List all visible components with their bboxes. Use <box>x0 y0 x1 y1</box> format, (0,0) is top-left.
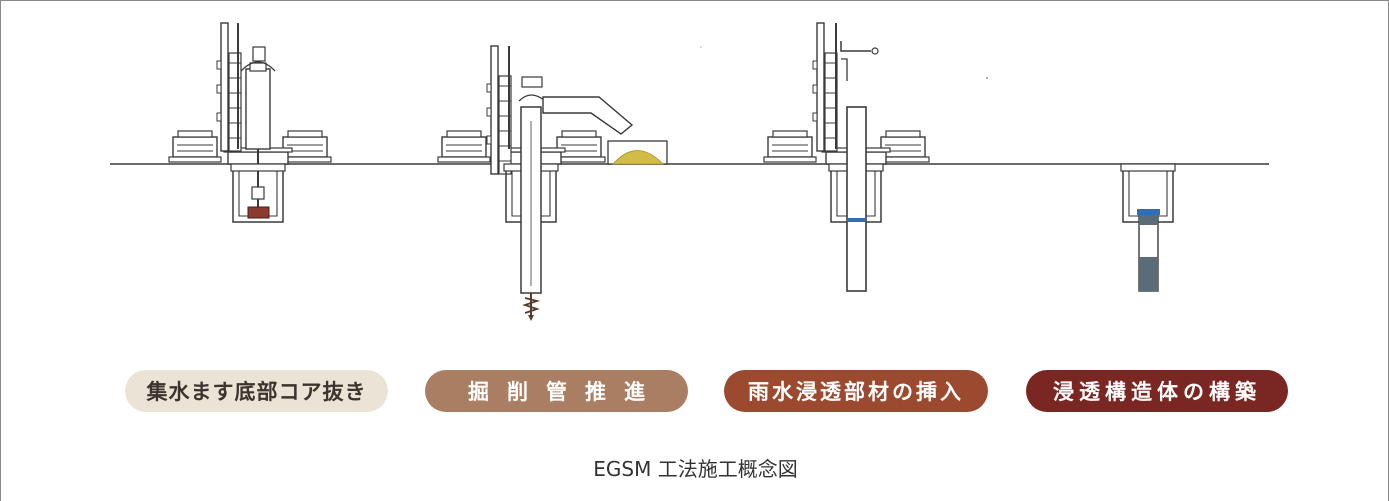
water-band <box>848 218 865 222</box>
structure-step-4 <box>1120 163 1176 292</box>
core-bit <box>247 206 270 219</box>
step-label-pipe-jacking: 掘削管推進 <box>425 370 688 412</box>
construction-concept-illustration <box>110 22 1269 321</box>
rig-step-1 <box>168 22 332 223</box>
step-label-member-insertion: 雨水浸透部材の挿入 <box>724 370 988 412</box>
step-label-structure-construction: 浸透構造体の構築 <box>1026 370 1288 412</box>
auger-bit <box>522 297 541 314</box>
soil-pile <box>612 150 664 165</box>
step-label-core-drilling: 集水ます底部コア抜き <box>125 370 388 412</box>
infiltration-member <box>846 106 867 292</box>
rig-step-3 <box>763 22 930 292</box>
rig-step-2 <box>437 45 668 321</box>
water-band <box>1137 209 1160 215</box>
figure-caption: EGSM 工法施工概念図 <box>593 457 798 481</box>
spoil-chute <box>542 96 634 135</box>
